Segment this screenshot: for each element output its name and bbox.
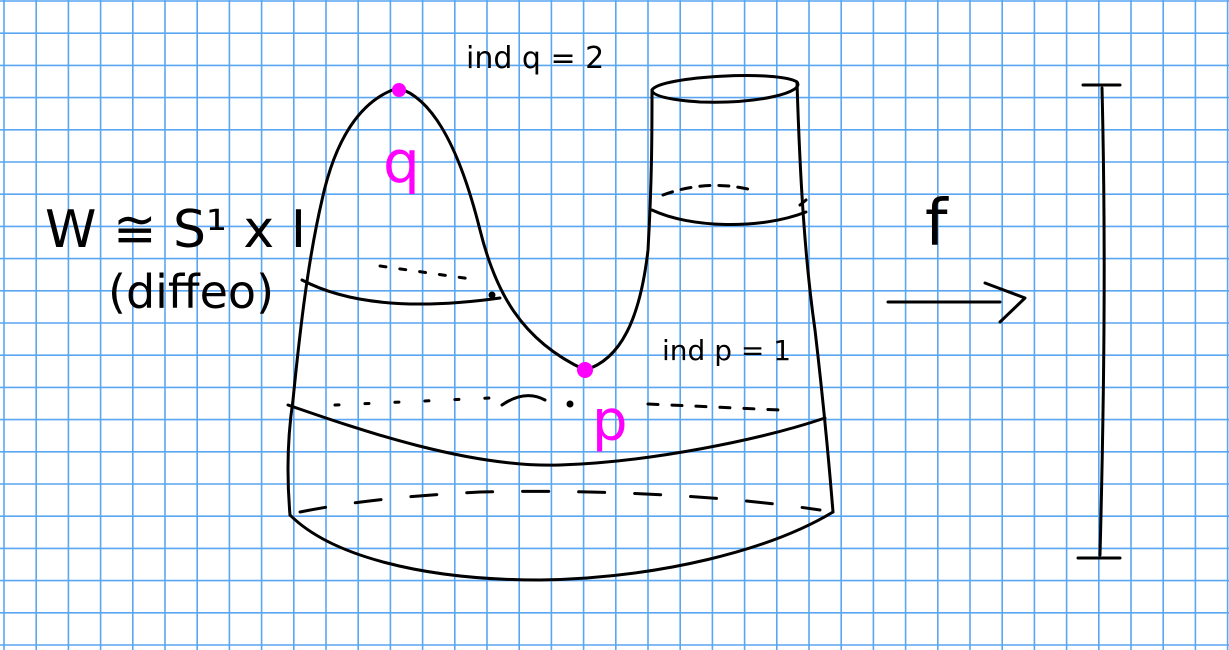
cobordism-surface: [286, 74, 835, 582]
right-silhouette: [795, 80, 835, 514]
hump-level-circle: [300, 278, 502, 306]
bottom-rim-front: [288, 510, 835, 582]
map-arrow: [886, 281, 1027, 324]
hidden-back-edges: [298, 183, 822, 514]
lower-level-circle: [286, 403, 827, 467]
critical-point-p: [577, 362, 593, 378]
manifold-note: (diffeo): [108, 265, 274, 319]
tube-level-circle: [650, 208, 808, 227]
map-label-f: f: [925, 187, 949, 261]
q-index-label: ind q = 2: [466, 41, 604, 76]
q-label: q: [383, 128, 420, 196]
manifold-label: W ≅ S¹ x I: [45, 200, 306, 260]
p-label: p: [592, 389, 628, 454]
hump-right-side: [396, 86, 587, 372]
interval-I: [1076, 83, 1122, 560]
saddle-right-side: [583, 88, 654, 372]
tube-top-rim: [650, 74, 800, 104]
critical-point-q: [392, 83, 406, 97]
p-index-label: ind p = 1: [662, 334, 791, 367]
